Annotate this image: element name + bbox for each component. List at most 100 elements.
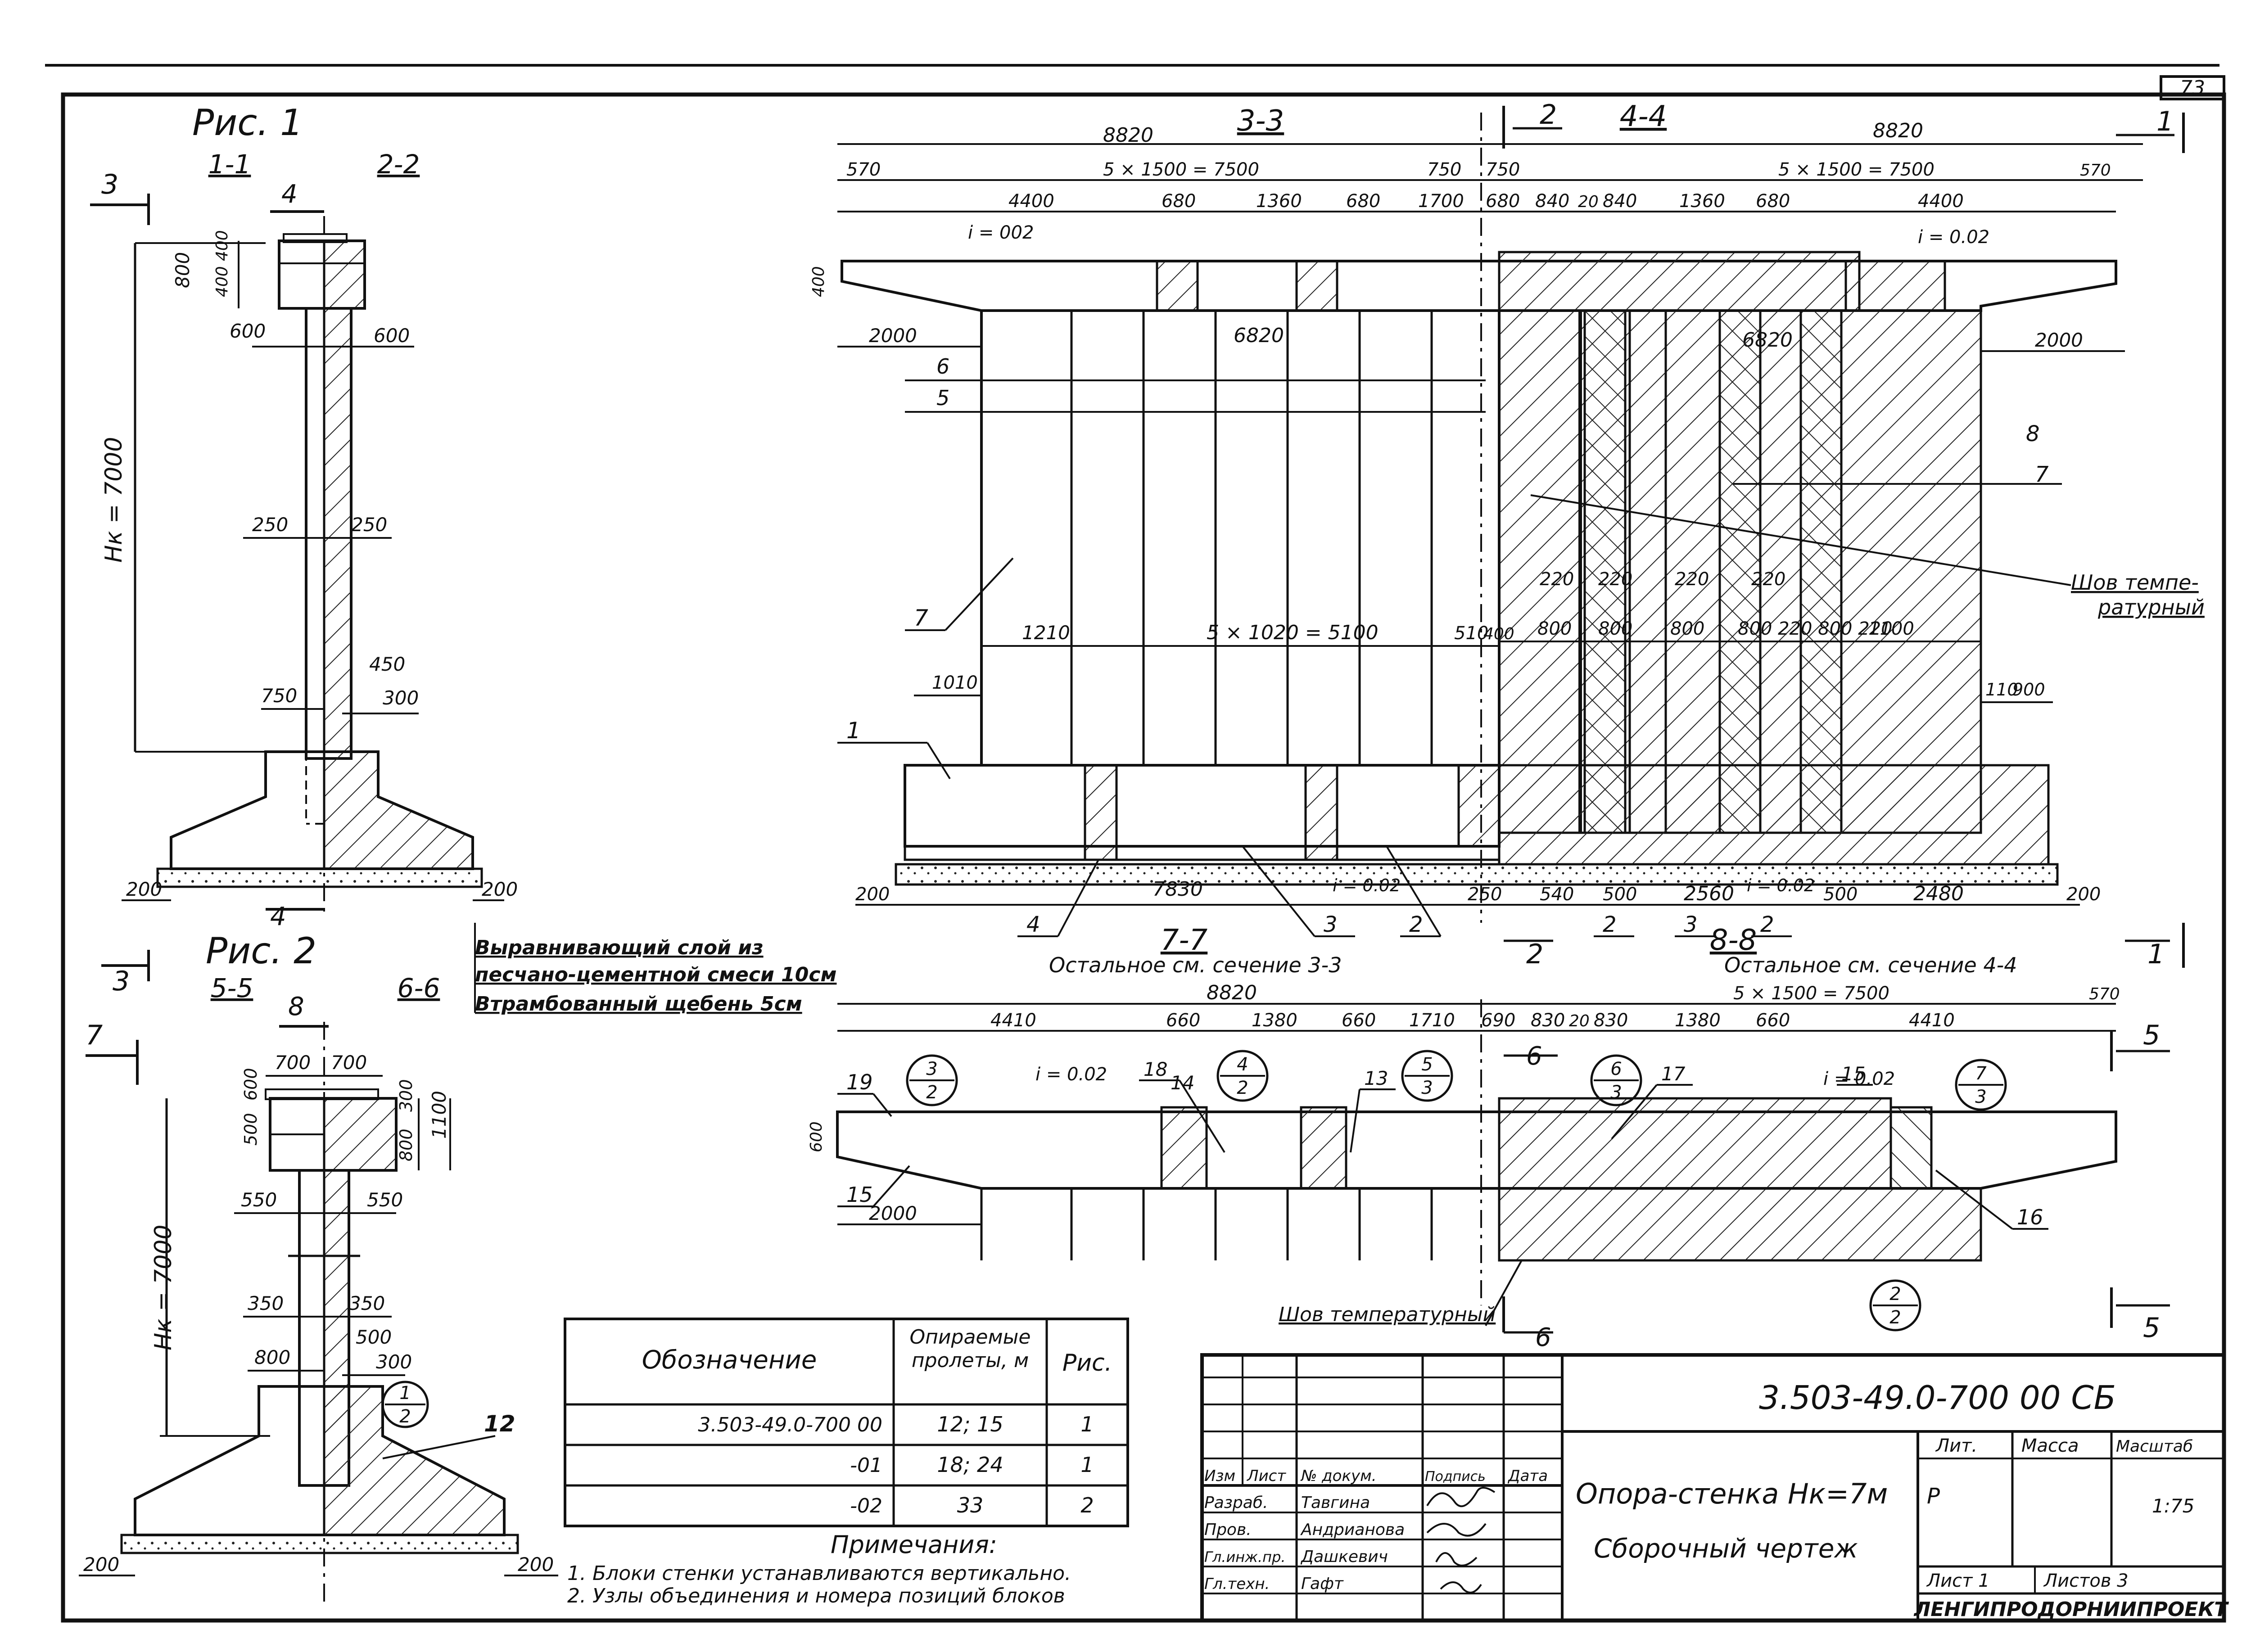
svg-text:песчано-цементной смеси 10см: песчано-цементной смеси 10см [475,963,836,986]
svg-text:Андрианова: Андрианова [1300,1521,1405,1539]
svg-text:750: 750 [1486,159,1520,180]
svg-text:2000: 2000 [869,325,917,347]
svg-text:800 220 800 220: 800 220 800 220 [1738,618,1893,639]
svg-text:200: 200 [518,1553,554,1575]
svg-text:Листов 3: Листов 3 [2043,1571,2129,1591]
section-marker-7: 7 [86,1020,103,1051]
svg-text:6: 6 [936,354,949,379]
section-2-2-label: 2-2 [377,149,420,180]
svg-text:500: 500 [1823,884,1858,905]
svg-text:2560: 2560 [1684,882,1734,905]
callout-4-2: 4 2 [1216,1050,1269,1102]
svg-text:600: 600 [374,325,410,347]
svg-text:1360: 1360 [1256,191,1302,212]
svg-text:12; 15: 12; 15 [937,1412,1003,1436]
svg-text:5 × 1020 = 5100: 5 × 1020 = 5100 [1207,621,1379,644]
svg-text:2: 2 [1603,912,1617,937]
svg-text:Разраб.: Разраб. [1204,1494,1268,1512]
svg-text:Лит.: Лит. [1935,1435,1977,1456]
svg-text:680: 680 [1486,191,1520,212]
svg-text:300: 300 [376,1351,412,1373]
svg-text:2: 2 [1540,99,1557,131]
svg-text:680: 680 [1346,191,1380,212]
svg-text:1380: 1380 [1252,1010,1297,1031]
svg-text:i = 0.02: i = 0.02 [1918,227,1989,248]
svg-text:19: 19 [846,1070,873,1094]
figure-1: Рис. 1 1-1 2-2 3 4 Нк = 7000 800 400 400… [90,102,518,997]
svg-text:Дашкевич: Дашкевич [1300,1548,1388,1566]
svg-text:500: 500 [1603,884,1637,905]
svg-text:840: 840 [1603,191,1637,212]
svg-text:450: 450 [369,653,405,675]
section-marker-4-bottom: 4 [270,902,286,931]
svg-text:Р: Р [1927,1484,1940,1509]
upper-elevation: 3-3 4-4 2 1 8820 8820 570 5 × 1500 = 750… [809,99,2205,977]
section-marker-4-top: 4 [281,180,298,209]
svg-text:5 × 1500 = 7500: 5 × 1500 = 7500 [1103,159,1259,180]
svg-text:Лист: Лист [1246,1467,1286,1485]
svg-text:i = 0.02: i = 0.02 [1823,1069,1895,1089]
svg-text:Гафт: Гафт [1301,1575,1344,1593]
svg-text:18: 18 [1144,1058,1167,1080]
svg-text:6: 6 [1535,1323,1551,1352]
sheet-frame: 73 [45,64,2226,1623]
svg-text:i = 0.02: i = 0.02 [1333,876,1401,895]
sheet-title-1: Опора-стенка Нк=7м [1576,1477,1888,1510]
page-number: 73 [2180,77,2205,99]
svg-text:1710: 1710 [1409,1010,1455,1031]
svg-text:1360: 1360 [1679,191,1725,212]
svg-text:Втрамбованный щебень 5см: Втрамбованный щебень 5см [475,993,802,1016]
svg-text:200: 200 [482,878,518,900]
svg-text:5: 5 [2143,1020,2160,1051]
svg-text:4410: 4410 [1909,1010,1955,1031]
svg-text:600: 600 [807,1121,826,1152]
svg-text:500: 500 [356,1326,392,1348]
svg-text:2: 2 [1889,1284,1901,1304]
svg-text:7: 7 [1975,1063,1987,1084]
svg-text:600: 600 [241,1068,261,1101]
section-3-3-label: 3-3 [1237,104,1284,138]
svg-text:800: 800 [396,1128,416,1161]
section-marker-3-top: 3 [101,169,118,200]
svg-text:2480: 2480 [1913,882,1964,905]
title-block: Изм Лист № докум. Подпись Дата Разраб. Т… [1200,1353,2229,1622]
svg-text:800: 800 [1598,618,1632,639]
spec-header-spans: Опираемые пролеты, м [909,1326,1031,1372]
svg-text:3: 3 [926,1059,937,1079]
svg-text:15: 15 [1841,1063,1865,1085]
position-12: 12 [484,1411,515,1437]
svg-text:250: 250 [351,514,387,536]
svg-text:Гл.техн.: Гл.техн. [1204,1575,1270,1593]
svg-text:1: 1 [1080,1453,1094,1477]
svg-text:6: 6 [1610,1059,1622,1079]
lower-elevation: 8820 5 × 1500 = 7500 570 4410 660 1380 6… [807,981,2170,1352]
svg-text:3: 3 [1975,1087,1986,1107]
svg-text:1: 1 [1080,1412,1094,1436]
svg-text:8820: 8820 [1103,124,1153,147]
svg-text:Пров.: Пров. [1204,1521,1252,1539]
svg-text:700: 700 [331,1052,367,1074]
svg-text:3: 3 [1421,1078,1433,1098]
svg-text:Остальное см. сечение 4-4: Остальное см. сечение 4-4 [1724,953,2017,977]
svg-text:8820: 8820 [1873,119,1923,142]
svg-text:18; 24: 18; 24 [937,1453,1003,1477]
svg-text:2: 2 [399,1406,411,1427]
svg-text:7: 7 [2035,462,2049,487]
svg-text:4410: 4410 [990,1010,1036,1031]
callout-5-3: 5 3 [1401,1050,1453,1102]
section-4-4-label: 4-4 [1620,100,1667,133]
svg-text:350: 350 [248,1292,284,1314]
svg-text:700: 700 [275,1052,311,1074]
svg-text:220: 220 [1751,569,1785,590]
figure-2: Рис. 2 5-5 6-6 7 8 Нк = 7000 700 700 300… [79,930,558,1602]
svg-text:3: 3 [1610,1082,1622,1103]
svg-text:7830: 7830 [1153,878,1203,901]
svg-text:1. Блоки стенки устанавливаютс: 1. Блоки стенки устанавливаются вертикал… [567,1562,1071,1585]
svg-text:220: 220 [1540,569,1574,590]
svg-text:300: 300 [383,687,419,709]
svg-text:220: 220 [1598,569,1632,590]
spec-table: Обозначение Опираемые пролеты, м Рис. 3.… [564,1318,1129,1527]
organization: ЛЕНГИПРОДОРНИИПРОЕКТ [1913,1598,2229,1621]
svg-text:3.503-49.0-700 00: 3.503-49.0-700 00 [698,1413,882,1436]
svg-text:800: 800 [1537,618,1572,639]
